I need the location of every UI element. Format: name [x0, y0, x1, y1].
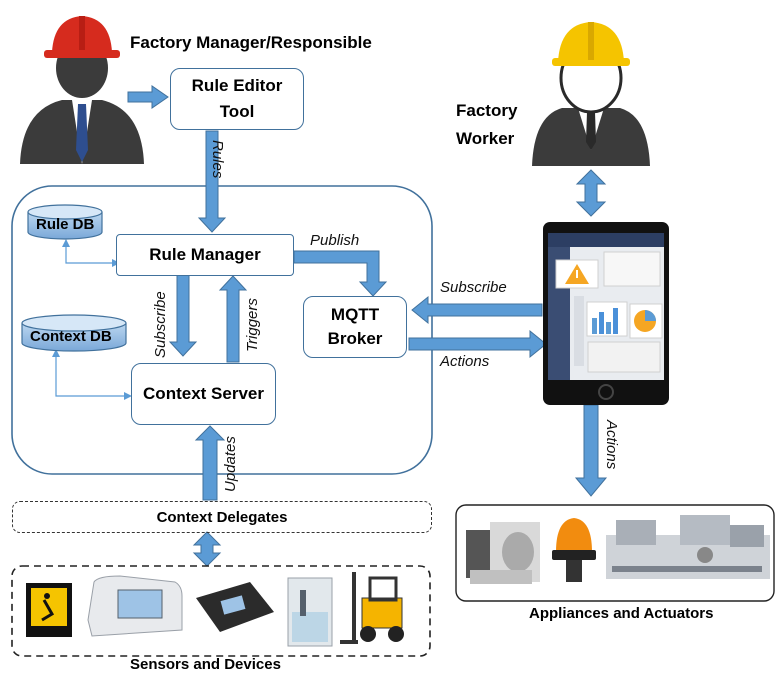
tablet-device [543, 222, 669, 405]
mqtt-label-line2: Broker [327, 329, 383, 348]
arrow-publish [293, 250, 388, 297]
updates-edge-label: Updates [222, 436, 239, 492]
subscribe-mqtt-edge-label: Subscribe [440, 279, 507, 296]
arrow-triggers-up [218, 275, 248, 363]
triggers-edge-label: Triggers [244, 298, 261, 352]
rule-editor-label-line2: Tool [219, 102, 255, 121]
factory-manager-icon [20, 16, 144, 164]
context-db-icon [21, 314, 127, 352]
appliances-label: Appliances and Actuators [529, 605, 714, 622]
sensors-label: Sensors and Devices [130, 656, 281, 673]
context-server-label: Context Server [143, 384, 264, 403]
roller-appliance-icon [466, 522, 540, 584]
rule-db-icon [27, 204, 103, 240]
rule-db-label: Rule DB [36, 216, 95, 233]
worker-label-line2: Worker [456, 129, 515, 148]
forklift-icon [340, 572, 404, 644]
rules-edge-label: Rules [209, 140, 226, 179]
publish-edge-label: Publish [310, 232, 360, 249]
handheld-device-icon [196, 582, 274, 632]
arrow-actions-mqtt [408, 329, 547, 359]
arrow-subscribe-mqtt [411, 295, 543, 325]
warning-sign-icon [26, 583, 72, 637]
context-delegates-box: Context Delegates [12, 501, 432, 533]
subscribe-edge-label: Subscribe [152, 291, 169, 358]
arrow-updates [194, 425, 226, 501]
manager-label: Factory Manager/Responsible [130, 33, 372, 52]
beacon-light-icon [552, 518, 596, 582]
arrow-worker-tablet [575, 169, 607, 217]
meter-device-icon [287, 577, 333, 647]
sensor-device-icon [87, 575, 183, 637]
arrow-delegates-sensors [192, 531, 222, 567]
industrial-machine-icon [606, 515, 770, 579]
arrow-rules [197, 130, 227, 233]
rule-manager-label: Rule Manager [149, 245, 261, 264]
arrow-actions-down [574, 404, 608, 497]
sensors-container [11, 565, 431, 657]
actions-mqtt-edge-label: Actions [440, 353, 490, 370]
rule-editor-label-line1: Rule Editor [191, 76, 283, 95]
context-server-box: Context Server [131, 363, 276, 425]
factory-worker-icon [532, 22, 650, 166]
arrow-subscribe-down [168, 274, 198, 357]
worker-label-line1: Factory [456, 101, 518, 120]
context-db-label: Context DB [30, 328, 112, 345]
mqtt-broker-box: MQTT Broker [303, 296, 407, 358]
rule-editor-tool-box: Rule Editor Tool [170, 68, 304, 130]
actions-down-edge-label: Actions [603, 420, 620, 470]
connector-context-db [55, 350, 124, 397]
connector-rule-db [65, 240, 112, 264]
arrow-manager-to-editor [127, 85, 169, 109]
rule-manager-box: Rule Manager [116, 234, 294, 276]
mqtt-label-line1: MQTT [330, 305, 380, 324]
context-delegates-label: Context Delegates [156, 508, 288, 526]
system-container [11, 185, 433, 475]
